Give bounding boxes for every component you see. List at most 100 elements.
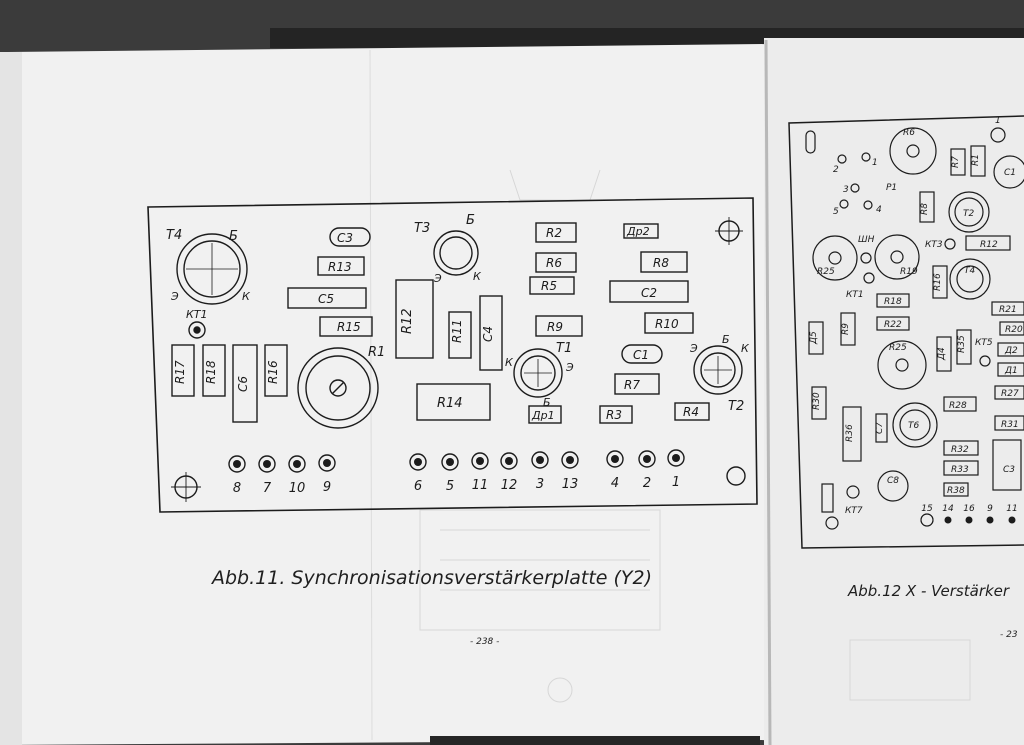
label-r21-right: R21 — [999, 305, 1017, 315]
capacitor-c4 — [479, 295, 503, 371]
figure-caption-12: Abb.12 X - Verstärker — [847, 582, 1010, 600]
resistor-r16-right — [932, 265, 948, 299]
resistor-r32 — [943, 440, 979, 456]
resistor-r22-right — [876, 316, 910, 331]
label-t1-base: Б — [543, 396, 551, 409]
board-outline-partial — [788, 115, 1024, 549]
label-kt3: КТ3 — [925, 240, 943, 250]
potentiometer-r25b — [877, 340, 927, 390]
label-r8: R8 — [653, 256, 669, 270]
label-r12: R12 — [400, 308, 415, 334]
label-t4-right: T4 — [964, 266, 975, 276]
label-r9-right: R9 — [841, 323, 851, 335]
right-page — [764, 38, 1024, 745]
label-r9: R9 — [547, 320, 563, 334]
label-dr1: Др1 — [531, 409, 555, 422]
terminal-pad — [441, 453, 459, 471]
resistor-r15 — [319, 316, 373, 337]
label-t4-base: Б — [229, 229, 238, 244]
label-t2-collector: К — [741, 342, 750, 355]
terminal-label: 8 — [233, 481, 241, 496]
label-t4: T4 — [166, 228, 182, 243]
label-r28: R28 — [949, 401, 967, 411]
terminal-label: 9 — [323, 480, 331, 495]
label-c4: C4 — [481, 326, 495, 342]
resistor-r11 — [448, 311, 472, 359]
resistor-r16 — [264, 344, 288, 397]
label-t2-emitter: Э — [689, 342, 698, 355]
resistor-r18 — [202, 344, 226, 397]
terminal-label: 1 — [672, 475, 680, 490]
diode-d5 — [808, 321, 824, 355]
resistor-r18-right — [876, 293, 910, 308]
sync-amplifier-board: T4 Б Э К КТ1 C3 R13 C5 R15 R17 R18 C6 R1… — [147, 197, 758, 513]
terminal-pad — [944, 516, 952, 524]
transistor-t4-right — [949, 258, 991, 300]
label-t6-right: T6 — [908, 421, 919, 431]
label-shn: ШН — [858, 235, 875, 245]
terminal-label: 11 — [472, 478, 489, 493]
potentiometer-r25a — [812, 235, 858, 281]
label-r32: R32 — [951, 445, 969, 455]
terminal-pad — [561, 451, 579, 469]
label-r5: R5 — [541, 279, 557, 293]
resistor-r14 — [416, 383, 491, 421]
label-c2: C2 — [641, 286, 657, 300]
potentiometer-r19 — [874, 234, 920, 280]
label-c8: C8 — [887, 476, 899, 486]
label-r18: R18 — [204, 360, 218, 384]
label-t4-collector: К — [242, 290, 251, 303]
label-r10: R10 — [655, 317, 679, 331]
terminal-label: 15 — [921, 504, 933, 514]
terminal-pad-center — [476, 457, 484, 465]
terminal-pad-center — [536, 456, 544, 464]
terminal-label: 11 — [1006, 504, 1017, 514]
terminal-label: 7 — [263, 481, 272, 496]
label-1-right: 1 — [872, 158, 878, 168]
label-1-top: 1 — [995, 116, 1001, 126]
label-r1-right: R1 — [971, 154, 981, 166]
label-r6: R6 — [546, 256, 562, 270]
resistor-r3 — [599, 405, 633, 424]
label-r31: R31 — [1001, 420, 1019, 430]
terminal-pad — [920, 513, 934, 527]
label-c1-right: C1 — [1004, 168, 1016, 178]
capacitor-c8 — [877, 470, 909, 502]
terminal-pad-center — [611, 455, 619, 463]
label-t3-collector: К — [473, 270, 482, 283]
label-kt1-right: КТ1 — [846, 290, 864, 300]
terminal-label: 9 — [987, 504, 993, 514]
terminal-pad — [471, 452, 489, 470]
capacitor-c7 — [875, 413, 888, 443]
label-t3: T3 — [414, 221, 430, 236]
terminal-label: 10 — [289, 481, 306, 496]
label-r11: R11 — [450, 319, 464, 343]
terminal-label: 2 — [643, 476, 651, 491]
page-number-right: - 23 — [1000, 630, 1018, 640]
transistor-t6-right — [892, 402, 938, 448]
resistor-r35 — [956, 329, 972, 365]
terminal-pad-center — [323, 459, 331, 467]
label-r7-right: R7 — [951, 156, 961, 168]
resistor-r33 — [943, 460, 979, 476]
label-r20-right: R20 — [1005, 325, 1023, 335]
label-d4: Д4 — [937, 347, 947, 361]
label-r4: R4 — [683, 405, 699, 419]
label-r15: R15 — [337, 320, 361, 334]
terminal-label: 12 — [501, 478, 518, 493]
label-5-right: 5 — [833, 207, 839, 217]
choke-dr1 — [528, 405, 562, 424]
label-r7: R7 — [624, 378, 640, 392]
resistor-r13 — [317, 256, 365, 276]
terminal-pad — [258, 455, 276, 473]
mounting-hole — [726, 466, 746, 486]
label-r36: R36 — [845, 424, 855, 442]
terminal-label: 13 — [562, 477, 579, 492]
terminal-pad — [531, 451, 549, 469]
label-4-right: 4 — [876, 205, 882, 215]
terminal-pad-center — [643, 455, 651, 463]
label-t4-emitter: Э — [170, 290, 179, 303]
capacitor-c3-right — [992, 439, 1022, 491]
